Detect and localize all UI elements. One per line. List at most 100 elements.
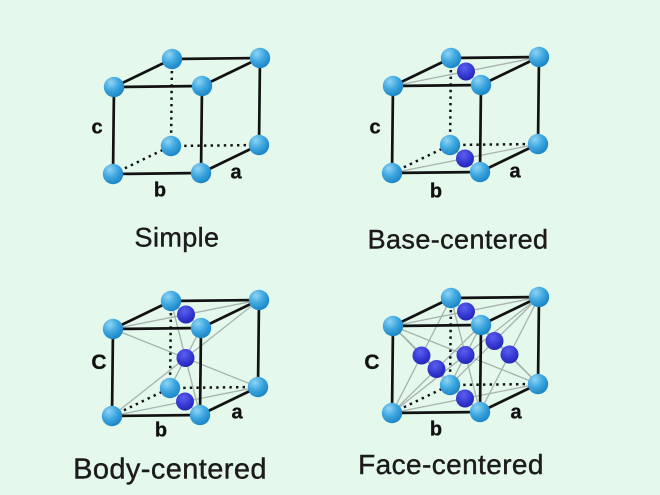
hidden-cube-edge (169, 58, 174, 147)
center-atom (500, 345, 519, 364)
corner-atom (440, 287, 462, 309)
cube-edge (392, 83, 482, 88)
unit-cell-body-centered (101, 289, 270, 427)
cube-edge (391, 170, 481, 175)
cube-edge (170, 298, 260, 303)
corner-atom (440, 47, 462, 69)
cube-edge (110, 328, 115, 417)
corner-atom (381, 402, 403, 424)
corner-atom (381, 162, 403, 184)
hidden-cube-edge (168, 300, 173, 389)
cube-edge (478, 84, 483, 173)
center-atom (427, 360, 446, 378)
cube-edge (536, 296, 541, 385)
unit-cell-base-centered (381, 46, 550, 184)
cube-edge (112, 326, 202, 331)
corner-atom (160, 135, 182, 157)
axis-label-a-face-centered: a (510, 401, 522, 424)
corner-atom (247, 376, 269, 398)
cube-edge (199, 385, 259, 417)
hidden-cube-edge (449, 142, 539, 147)
cube-edge (450, 55, 540, 60)
center-atom (412, 346, 431, 365)
corner-atom (191, 75, 213, 97)
axis-label-b-simple: b (153, 179, 167, 202)
cube-edge (199, 85, 204, 174)
cube-edge (391, 410, 481, 415)
cube-edge (478, 324, 483, 413)
cube-edge (480, 295, 540, 327)
cube-edge (112, 171, 202, 176)
axis-label-b-body-centered: b (154, 419, 168, 442)
corner-atom (248, 289, 270, 311)
corner-atom (469, 161, 491, 183)
corner-atom (190, 317, 212, 339)
unit-cell-face-centered (381, 286, 550, 424)
center-atom (457, 62, 475, 81)
cube-edge (390, 85, 395, 174)
corner-atom (382, 75, 404, 97)
center-atom (176, 349, 195, 367)
cube-edge (112, 299, 172, 331)
corner-atom (528, 286, 550, 308)
corner-atom (527, 133, 549, 155)
cube-edge (111, 413, 201, 418)
axis-label-b-base-centered: b (429, 180, 443, 203)
corner-atom (528, 46, 550, 68)
corner-atom (439, 134, 461, 156)
cube-edge (113, 57, 173, 89)
cube-edge (392, 296, 452, 328)
corner-atom (469, 401, 491, 423)
hidden-cube-edge (111, 386, 171, 418)
corner-atom (382, 315, 404, 337)
center-atom (456, 346, 475, 364)
corner-atom (160, 290, 182, 312)
center-atom (456, 149, 474, 168)
cube-edge (450, 295, 540, 300)
center-atom (456, 389, 474, 408)
cube-edge (480, 55, 540, 87)
cube-edge (113, 84, 203, 89)
cell-title-face-centered: Face-centered (358, 449, 544, 480)
cube-edge (201, 56, 261, 88)
corner-atom (439, 374, 461, 396)
cube-edge (392, 56, 452, 88)
corner-atom (470, 74, 492, 96)
axis-label-a-body-centered: a (231, 401, 243, 424)
hidden-cube-edge (391, 143, 451, 175)
corner-atom (102, 318, 124, 340)
cell-title-simple: Simple (134, 222, 220, 253)
corner-atom (189, 404, 211, 426)
cube-edge (392, 323, 482, 328)
cube-edge (111, 86, 116, 175)
cell-title-body-centered: Body-centered (73, 453, 267, 486)
corner-atom (249, 47, 271, 69)
cube-edge (256, 299, 261, 388)
center-atom (176, 392, 194, 411)
corner-atom (190, 162, 212, 184)
axis-label-a-simple: a (230, 161, 242, 184)
cube-edge (257, 57, 262, 146)
center-atom (485, 332, 504, 350)
cube-edge (479, 382, 539, 414)
axis-label-c-body-centered: C (91, 351, 107, 374)
corner-atom (248, 134, 270, 156)
axis-label-c-simple: c (91, 116, 103, 139)
corner-atom (161, 48, 183, 70)
cube-edge (390, 325, 395, 414)
axis-label-c-face-centered: C (364, 351, 380, 374)
hidden-cube-edge (448, 297, 453, 386)
axis-label-b-face-centered: b (429, 418, 443, 441)
hidden-cube-edge (169, 385, 259, 390)
corner-atom (102, 163, 124, 185)
cube-edge (536, 56, 541, 145)
corner-atom (101, 405, 123, 427)
hidden-cube-edge (170, 143, 260, 148)
cell-title-base-centered: Base-centered (367, 224, 549, 255)
hidden-cube-edge (449, 382, 539, 387)
cube-edge (200, 298, 260, 330)
cube-edge (198, 327, 203, 416)
corner-atom (527, 373, 549, 395)
